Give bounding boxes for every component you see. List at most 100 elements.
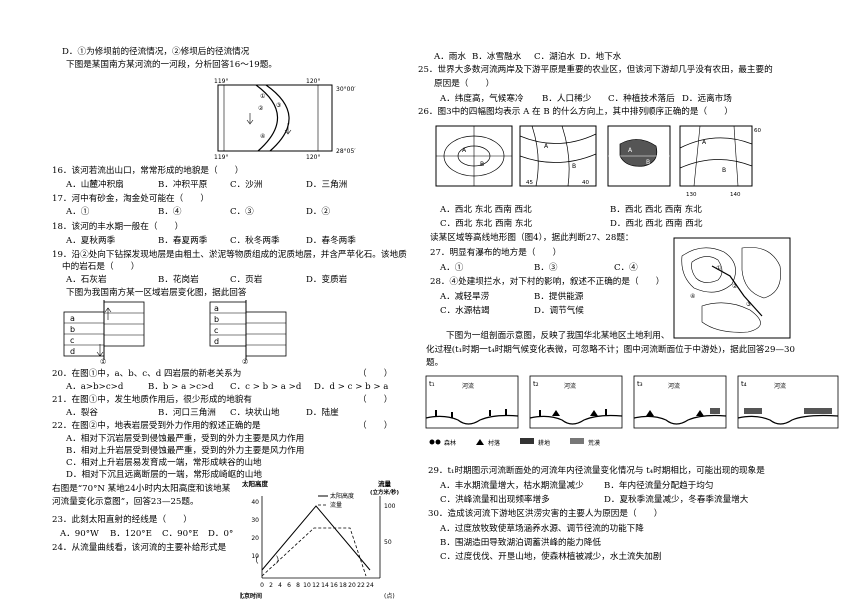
legend-flow: 流量	[330, 501, 342, 509]
x-tick-label: 12	[312, 582, 320, 589]
q19-option-d: D．变质岩	[306, 275, 348, 285]
right-ticks: 100 50	[384, 503, 396, 546]
question-27: 27．明显有瀑布的地方是（ ）	[430, 248, 562, 258]
q29-option-c: C．洪峰流量和出现频率增多	[440, 495, 550, 505]
q26-option-c: C．西北 东北 西南 东北	[440, 219, 533, 229]
intro-23-25-line1: 右图是“70°N 某地24小时内太阳高度和该地某	[52, 484, 231, 494]
q22-option-b: B．相对上升岩层受到侵蚀最严重，受到的外力主要是风力作用	[66, 446, 305, 456]
question-17: 17．河中有砂金，淘金处可能在（ ）	[52, 194, 210, 204]
q22-option-c: C．相对上升岩层易发育成一端，常形成峡谷的山地	[66, 458, 262, 468]
q27-option-b: B．③	[534, 263, 558, 273]
question-21: 21．在图①中，发生地质作用后，很少形成的地貌有	[52, 395, 252, 405]
section-t2: t₂ 河流	[529, 375, 623, 429]
layer-d: d	[70, 347, 75, 356]
x-tick-label: 0	[260, 582, 264, 589]
q20-option-a: A．a>b>c>d	[66, 382, 124, 392]
layer-a-2: a	[214, 304, 219, 313]
q27-option-c: C．④	[614, 263, 638, 273]
question-24-line2: （ ）	[250, 556, 285, 566]
right-tick-label: 100	[384, 503, 396, 510]
lat-bottom: 28°05′	[336, 148, 356, 155]
layer-b: b	[70, 325, 75, 334]
section-t4: t₄ 河流	[737, 375, 839, 429]
arrow-icon	[246, 113, 254, 125]
question-28: 28．④处建坝拦水，对下村的影响，叙述不正确的是（ ）	[430, 277, 665, 287]
t3-river: 河流	[668, 382, 680, 390]
question-16: 16．该河若流出山口，常常形成的地貌是（ ）	[52, 166, 244, 176]
svg-text:③: ③	[746, 301, 751, 308]
svg-text:②: ②	[258, 105, 264, 112]
svg-text:④: ④	[690, 293, 695, 300]
svg-text:②: ②	[732, 283, 738, 290]
left-tick-label: 40	[251, 499, 259, 506]
q17-option-a: A．①	[66, 207, 90, 217]
x-tick-label: 22	[357, 582, 365, 589]
x-tick-label: 8	[296, 582, 300, 589]
q30-option-c: C．过度伐伐、开垦山地，使森林植被减少，水土流失加剧	[440, 552, 662, 562]
intro-29-30-line3: 题。	[426, 358, 444, 368]
question-19-line1: 19．沿②处向下钻探发现地层是由粗土、淤泥等物质组成的泥质地层，并含严苹化石。该…	[52, 250, 407, 260]
q26-option-d: D．西北 西北 西南 西北	[610, 219, 703, 229]
t3-label: t₃	[637, 380, 643, 388]
q18-option-b: B．春夏两季	[158, 236, 208, 246]
q30-option-b: B．围湖造田导致湖泊调蓄洪峰的能力降低	[440, 538, 602, 548]
map-b-a: A	[544, 143, 549, 150]
left-tick-label: 10	[251, 553, 259, 560]
map-d-b: B	[722, 167, 726, 174]
intro-29-30-line1: 下图为一组剖面示意图，反映了我国华北某地区土地利用、	[446, 331, 670, 341]
q20-option-d: D．d > c > b > a	[314, 382, 389, 392]
q27-option-a: A．①	[440, 263, 464, 273]
q28-option-c: C．水源枯竭	[440, 306, 490, 316]
legend-forest: 森林	[444, 439, 456, 447]
chart-xunit: (点)	[384, 592, 395, 600]
river-bank-inner	[255, 84, 279, 152]
q25-option-c: C．种植技术落后	[608, 94, 675, 104]
q25-option-b: B．人口稀少	[542, 94, 592, 104]
intro-20-22: 下图为我国南方某一区域岩层变化图，据此回答	[66, 288, 247, 298]
q18-option-d: D．春冬两季	[306, 236, 356, 246]
question-29: 29．t₁时期图示河流断面处的河流年内径流量变化情况与 t₄时期相比，可能出现的…	[428, 466, 765, 476]
x-tick-label: 18	[339, 582, 347, 589]
q30-option-a: A．过度放牧致使草场涵养水源、调节径流的功能下降	[440, 524, 644, 534]
x-tick-label: 16	[330, 582, 338, 589]
map-b: A B 45 40	[519, 125, 597, 187]
svg-text:④: ④	[260, 133, 265, 140]
map-a-b: B	[480, 161, 484, 168]
svg-text:①: ①	[716, 265, 721, 272]
contour-map: ① ② ③ ④	[673, 237, 791, 339]
x-tick-label: 20	[348, 582, 356, 589]
section-t3: t₃ 河流	[633, 375, 727, 429]
t1-label: t₁	[429, 380, 435, 388]
strata-diagram-2: a b c d ②	[209, 300, 287, 366]
river-bank-outer	[265, 84, 290, 152]
strata-diagrams: a b c d ① a b c d ②	[63, 300, 287, 366]
q24-option-a: A．雨水	[434, 52, 466, 62]
contour-river	[711, 265, 763, 317]
q22-option-a: A．相对下沉岩层受到侵蚀最严重，受到的外力主要是风力作用	[66, 434, 305, 444]
question-25-line2: 原因是（ ）	[434, 79, 495, 89]
question-24-line1: 24．从流量曲线看，该河流的主要补给形式是	[52, 543, 227, 553]
question-19-line2: 中的岩石是（ ）	[62, 262, 140, 272]
q20-option-b: B．b > a >c>d	[148, 382, 214, 392]
q24-option-d: D．地下水	[580, 52, 622, 62]
q16-option-d: D．三角洲	[306, 180, 348, 190]
x-tick-label: 2	[269, 582, 273, 589]
diagram-2-label: ②	[242, 358, 248, 366]
q18-option-a: A．夏秋两季	[66, 236, 116, 246]
right-tick-label: 50	[384, 539, 392, 546]
left-tick-label: 30	[251, 517, 259, 524]
q23-option-b: B．120°E	[110, 529, 152, 539]
x-tick-label: 14	[321, 582, 329, 589]
river-sections: t₁ 河流 t₂ 河流 t₃ 河流 t₄ 河流	[425, 375, 839, 447]
river-segment-map: ① ② ③ ④ 119° 120° 30°00′ 119° 120° 28°05…	[214, 78, 356, 160]
q21-option-c: C．块状山地	[230, 408, 280, 418]
legend-village: 村落	[488, 439, 500, 447]
question-23: 23．此刻太阳直射的经线是（ ）	[52, 515, 192, 525]
lon-left-bottom: 119°	[214, 154, 228, 160]
layer-b-2: b	[214, 315, 219, 324]
layer-a: a	[70, 314, 75, 323]
sections-legend: 森林 村落 耕地 荒漠	[429, 438, 600, 447]
layer-d-2: d	[214, 337, 219, 346]
q29-option-b: B．年内径流量分配趋于均匀	[604, 481, 714, 491]
